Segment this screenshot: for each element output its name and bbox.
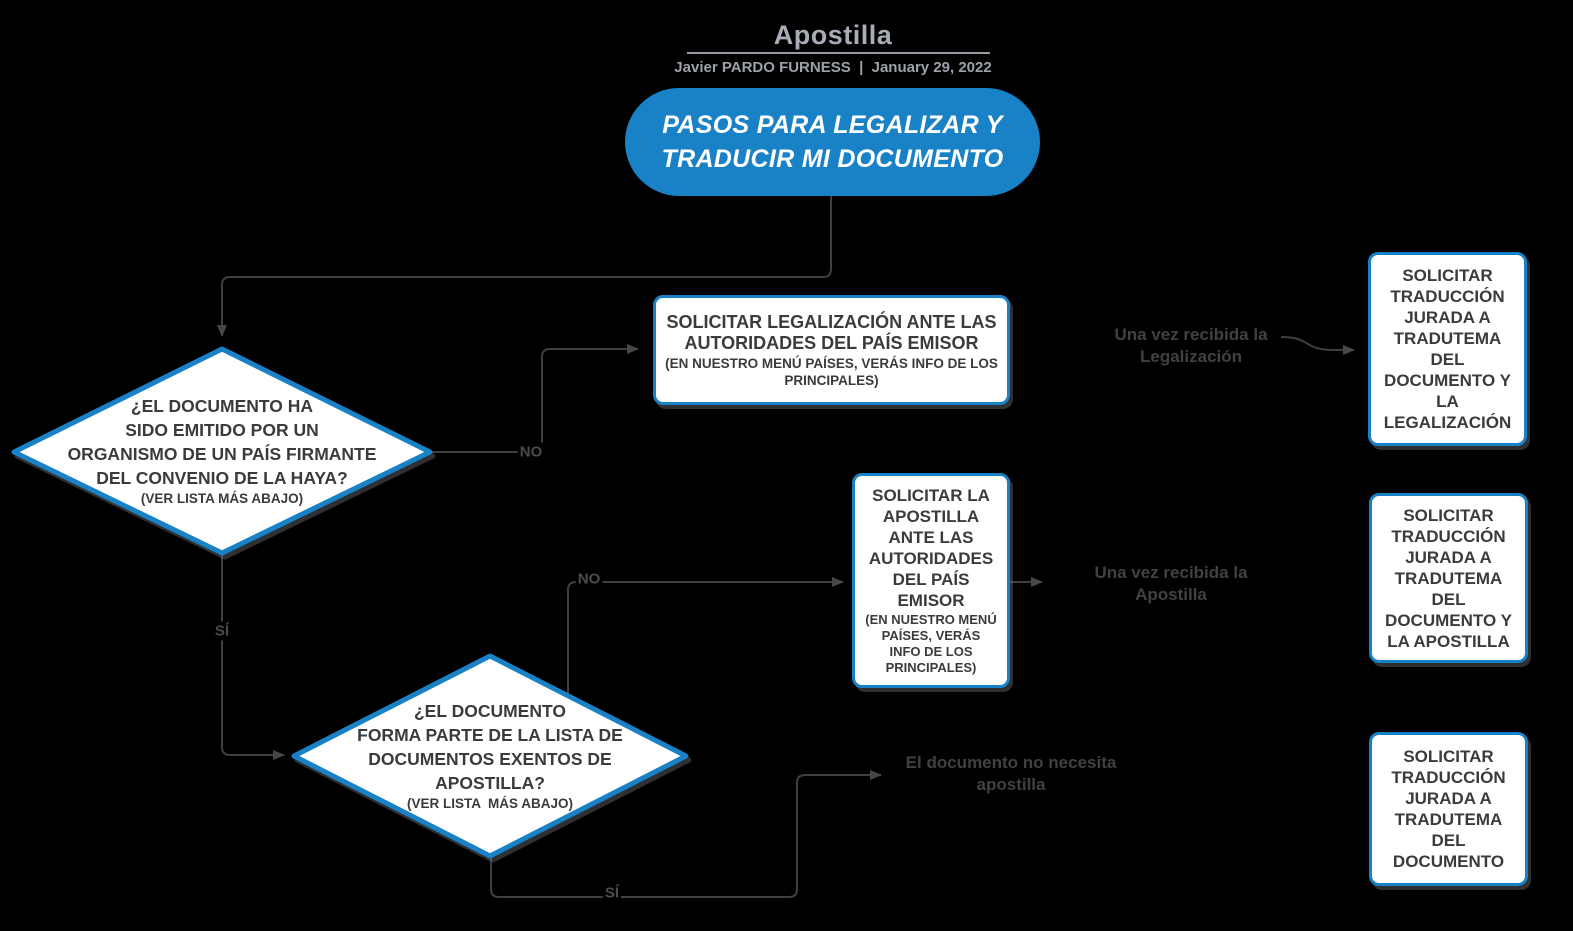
edge-label-no-2: NO (575, 569, 603, 589)
title-divider (687, 52, 990, 54)
annotation-recibida-apostilla: Una vez recibida la Apostilla (1094, 563, 1248, 604)
process-apostilla-box: SOLICITAR LA APOSTILLA ANTE LAS AUTORIDA… (852, 473, 1010, 688)
process-legalizacion-title: SOLICITAR LEGALIZACIÓN ANTE LAS AUTORIDA… (666, 311, 997, 353)
edge-label-si-1: SÍ (212, 621, 232, 641)
decision-exentos-text: ¿EL DOCUMENTO FORMA PARTE DE LA LISTA DE… (294, 656, 686, 856)
edge-label-no-1: NO (517, 442, 545, 462)
process-legalizacion-note: (EN NUESTRO MENÚ PAÍSES, VERÁS INFO DE L… (665, 355, 998, 388)
connector-decision1-si-to-decision2 (221, 553, 285, 760)
start-bubble: PASOS PARA LEGALIZAR Y TRADUCIR MI DOCUM… (625, 88, 1040, 196)
process-apostilla-title: SOLICITAR LA APOSTILLA ANTE LAS AUTORIDA… (868, 486, 994, 610)
connector-annotation-to-result-legalizacion (1280, 336, 1355, 355)
result-traduccion-legalizacion-text: SOLICITAR TRADUCCIÓN JURADA A TRADUTEMA … (1383, 266, 1512, 432)
result-traduccion-apostilla-text: SOLICITAR TRADUCCIÓN JURADA A TRADUTEMA … (1385, 505, 1512, 651)
byline: Javier PARDO FURNESS | January 29, 2022 (674, 59, 992, 76)
decision-exentos-question: ¿EL DOCUMENTO FORMA PARTE DE LA LISTA DE… (357, 701, 623, 793)
edge-label-si-2: SÍ (602, 883, 622, 903)
connector-decision1-no-to-legalizacion (430, 344, 639, 453)
annotation-no-necesita: El documento no necesita apostilla (905, 753, 1117, 794)
process-apostilla-note: (EN NUESTRO MENÚ PAÍSES, VERÁS INFO DE L… (865, 612, 997, 675)
start-bubble-text: PASOS PARA LEGALIZAR Y TRADUCIR MI DOCUM… (661, 111, 1004, 173)
decision-exentos-note: (VER LISTA MÁS ABAJO) (406, 796, 573, 811)
decision-haya-question: ¿EL DOCUMENTO HA SIDO EMITIDO POR UN ORG… (67, 396, 377, 488)
process-legalizacion-box: SOLICITAR LEGALIZACIÓN ANTE LAS AUTORIDA… (653, 295, 1010, 405)
page-title: Apostilla (773, 20, 893, 50)
result-traduccion-legalizacion-box: SOLICITAR TRADUCCIÓN JURADA A TRADUTEMA … (1368, 252, 1527, 446)
annotation-recibida-legalizacion: Una vez recibida la Legalización (1114, 325, 1268, 366)
result-traduccion-apostilla-box: SOLICITAR TRADUCCIÓN JURADA A TRADUTEMA … (1369, 493, 1528, 663)
result-traduccion-documento-text: SOLICITAR TRADUCCIÓN JURADA A TRADUTEMA … (1391, 747, 1506, 871)
decision-haya-note: (VER LISTA MÁS ABAJO) (140, 491, 304, 506)
result-traduccion-documento-box: SOLICITAR TRADUCCIÓN JURADA A TRADUTEMA … (1369, 732, 1528, 886)
decision-haya-text: ¿EL DOCUMENTO HA SIDO EMITIDO POR UN ORG… (14, 349, 430, 553)
